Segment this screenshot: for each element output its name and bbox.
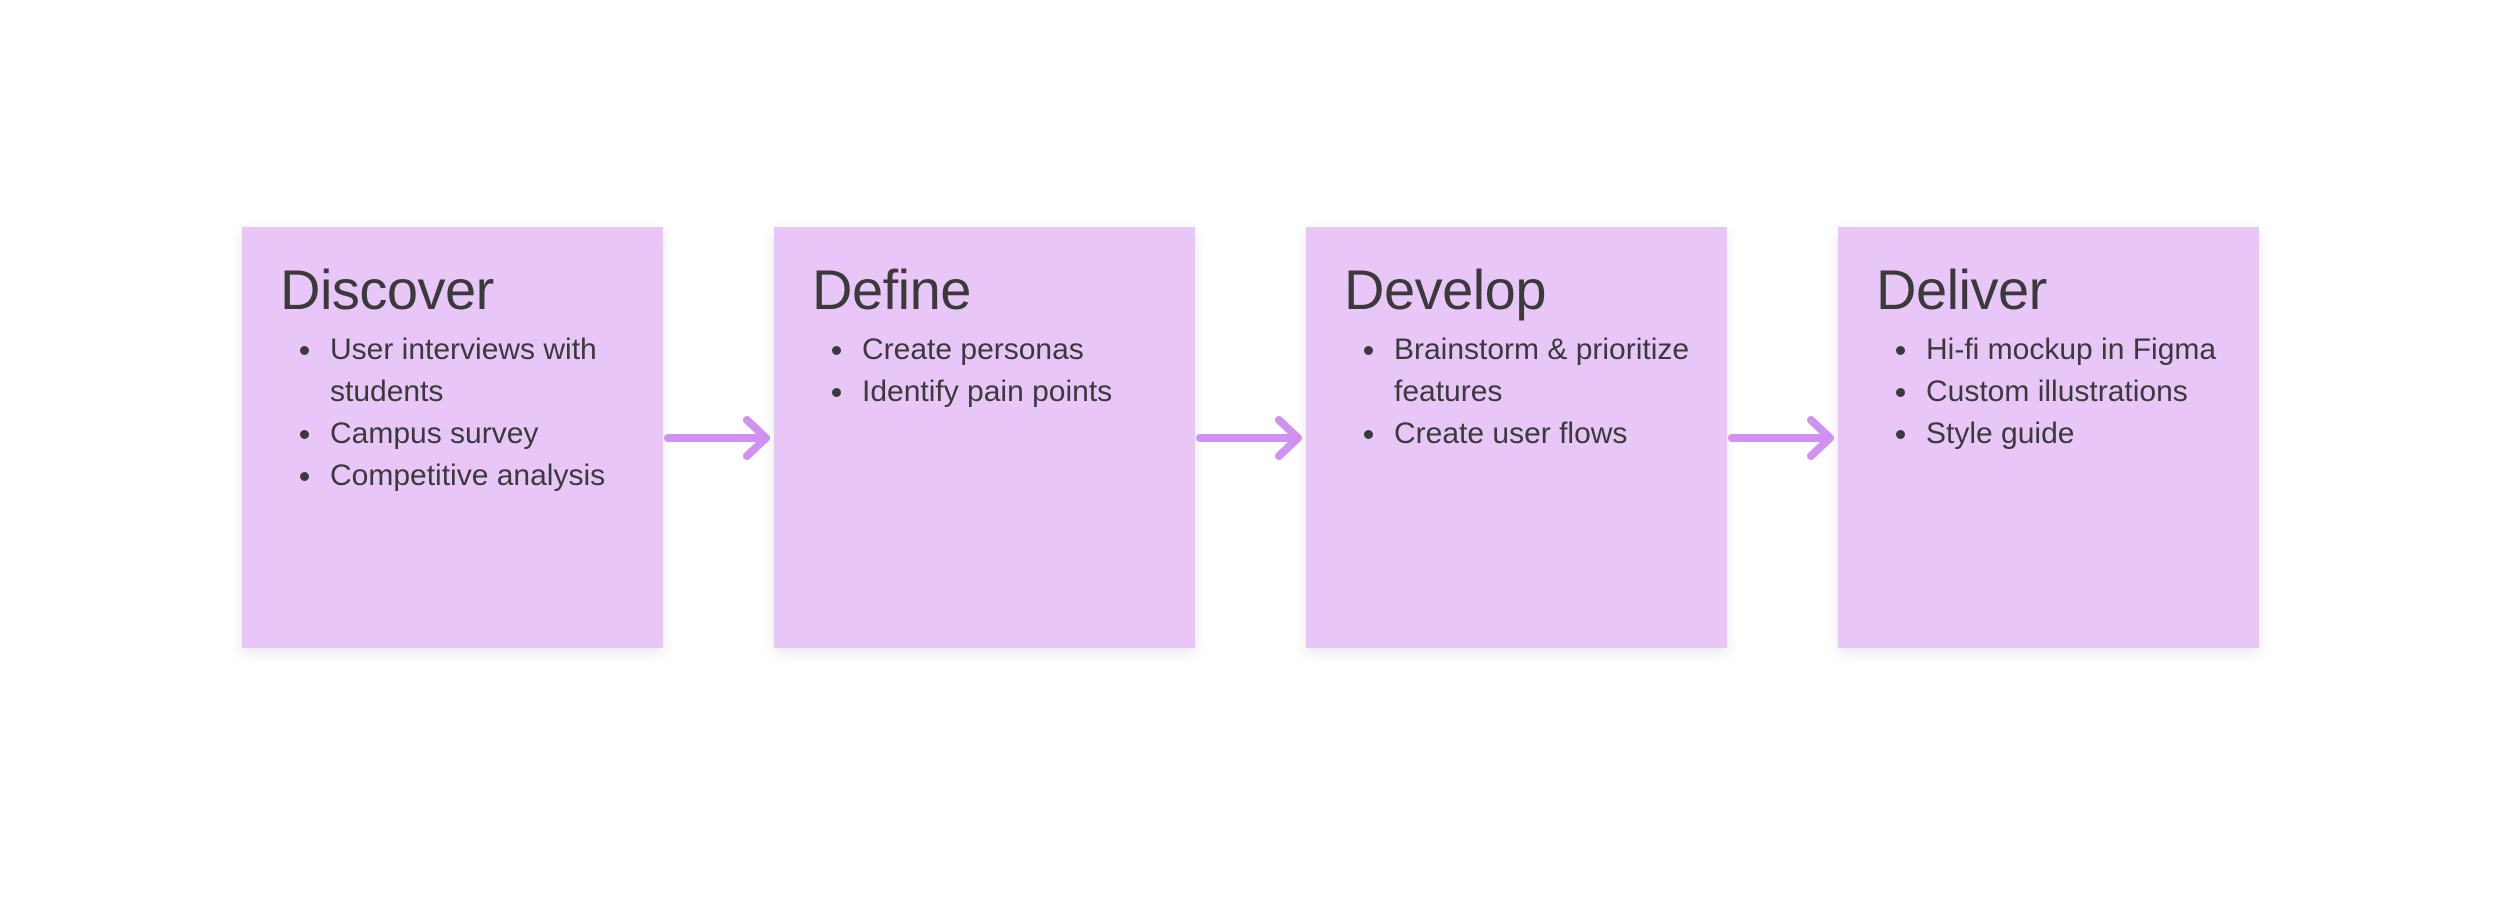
stage-card-define[interactable]: Define Create personas Identify pain poi… — [774, 227, 1195, 648]
stage-title: Deliver — [1876, 258, 2047, 321]
bullet-item: Identify pain points — [856, 371, 1159, 413]
arrow-right-icon — [1727, 227, 1838, 648]
bullet-item: Custom illustrations — [1920, 371, 2223, 413]
bullet-item: Create personas — [856, 329, 1159, 371]
arrow-right-icon — [663, 227, 774, 648]
bullet-item: Competitive analysis — [324, 455, 627, 497]
bullet-list: Create personas Identify pain points — [812, 329, 1159, 413]
bullet-item: Style guide — [1920, 413, 2223, 455]
bullet-item: Campus survey — [324, 413, 627, 455]
stage-card-deliver[interactable]: Deliver Hi-fi mockup in Figma Custom ill… — [1838, 227, 2259, 648]
stage-title: Define — [812, 258, 971, 321]
stage-card-develop[interactable]: Develop Brainstorm & prioritize features… — [1306, 227, 1727, 648]
bullet-item: Brainstorm & prioritize features — [1388, 329, 1691, 413]
bullet-list: Hi-fi mockup in Figma Custom illustratio… — [1876, 329, 2223, 455]
arrow-right-icon — [1195, 227, 1306, 648]
bullet-item: Hi-fi mockup in Figma — [1920, 329, 2223, 371]
bullet-list: User interviews with students Campus sur… — [280, 329, 627, 497]
stage-title: Develop — [1344, 258, 1546, 321]
diagram-canvas: Discover User interviews with students C… — [242, 227, 2259, 648]
stage-title: Discover — [280, 258, 494, 321]
bullet-list: Brainstorm & prioritize features Create … — [1344, 329, 1691, 455]
bullet-item: Create user flows — [1388, 413, 1691, 455]
bullet-item: User interviews with students — [324, 329, 627, 413]
stage-card-discover[interactable]: Discover User interviews with students C… — [242, 227, 663, 648]
